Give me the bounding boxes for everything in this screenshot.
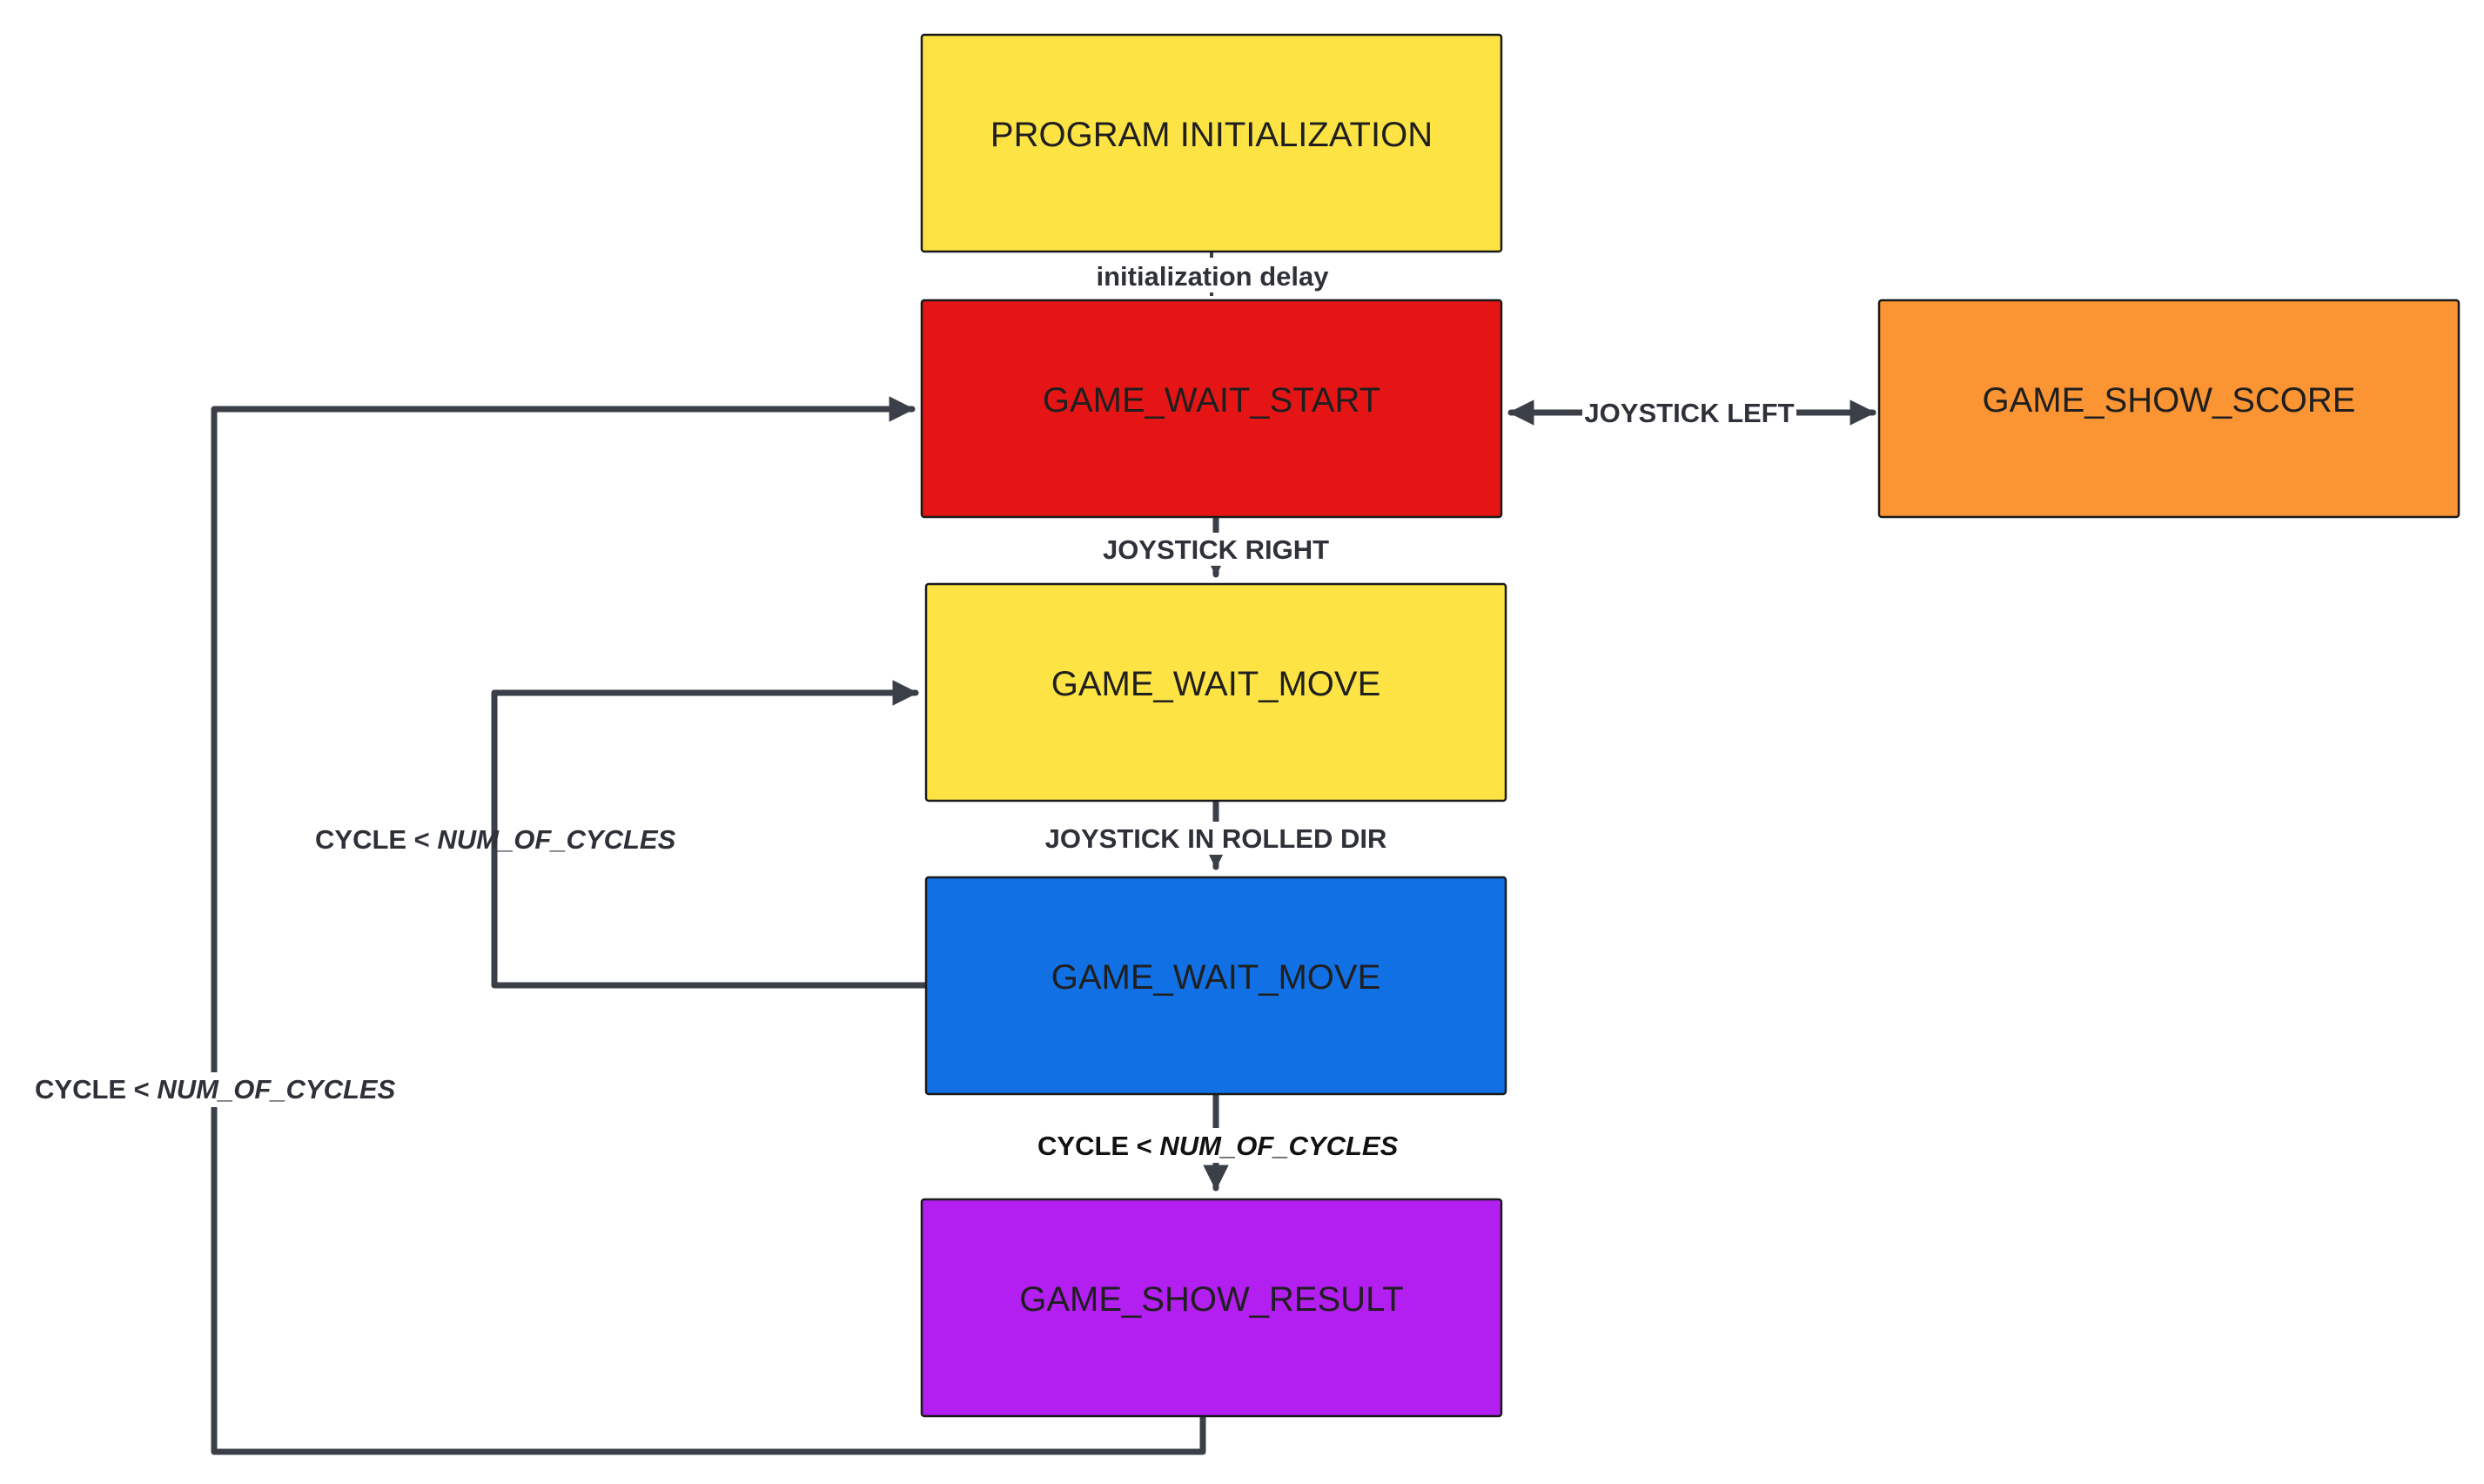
node-label-game-show-result: GAME_SHOW_RESULT (1019, 1280, 1404, 1319)
svg-text:JOYSTICK IN ROLLED DIR: JOYSTICK IN ROLLED DIR (1045, 823, 1387, 854)
node-game-wait-move-2: GAME_WAIT_MOVE (924, 876, 1507, 1096)
node-label-game-wait-start: GAME_WAIT_START (1043, 381, 1380, 420)
node-game-wait-start: GAME_WAIT_START (920, 299, 1503, 519)
svg-text:CYCLE < NUM_OF_CYCLES: CYCLE < NUM_OF_CYCLES (315, 824, 676, 855)
svg-text:initialization delay: initialization delay (1097, 261, 1330, 292)
svg-text:CYCLE < NUM_OF_CYCLES: CYCLE < NUM_OF_CYCLES (1037, 1131, 1399, 1161)
edge-label-joystick-in-rolled-dir: JOYSTICK IN ROLLED DIR (1044, 822, 1387, 855)
node-game-show-score: GAME_SHOW_SCORE (1877, 299, 2461, 519)
edge-result-loop (211, 396, 1206, 1455)
node-label-game-show-score: GAME_SHOW_SCORE (1983, 381, 2356, 420)
node-game-show-result: GAME_SHOW_RESULT (920, 1198, 1503, 1418)
edge-label-result-loop-var: NUM_OF_CYCLES (157, 1074, 395, 1105)
edge-move2-loop (491, 680, 928, 989)
edge-label-move2-to-result: CYCLE < NUM_OF_CYCLES (1034, 1128, 1399, 1163)
edge-label-move2-loop-var: NUM_OF_CYCLES (437, 824, 675, 855)
node-label-game-wait-move-1: GAME_WAIT_MOVE (1051, 665, 1381, 703)
edge-label-move2-loop: CYCLE < NUM_OF_CYCLES (315, 824, 676, 855)
svg-text:JOYSTICK RIGHT: JOYSTICK RIGHT (1103, 534, 1329, 565)
edge-label-move2-to-result-var: NUM_OF_CYCLES (1159, 1131, 1398, 1161)
edge-label-joystick-right: JOYSTICK RIGHT (1098, 533, 1333, 566)
svg-text:CYCLE < NUM_OF_CYCLES: CYCLE < NUM_OF_CYCLES (35, 1074, 396, 1105)
node-program-initialization: PROGRAM INITIALIZATION (920, 33, 1503, 253)
edge-label-result-loop-prefix: CYCLE < (35, 1074, 157, 1105)
edge-label-move2-to-result-prefix: CYCLE < (1037, 1131, 1159, 1161)
svg-text:JOYSTICK LEFT: JOYSTICK LEFT (1584, 398, 1794, 428)
edge-label-result-loop: CYCLE < NUM_OF_CYCLES (31, 1072, 397, 1107)
edge-label-move2-loop-prefix: CYCLE < (315, 824, 437, 855)
node-label-game-wait-move-2: GAME_WAIT_MOVE (1051, 958, 1381, 997)
edge-label-joystick-left: JOYSTICK LEFT (1582, 396, 1796, 429)
node-label-program-initialization: PROGRAM INITIALIZATION (990, 116, 1433, 154)
edge-label-initialization-delay: initialization delay (1088, 259, 1337, 292)
node-game-wait-move-1: GAME_WAIT_MOVE (924, 582, 1507, 802)
